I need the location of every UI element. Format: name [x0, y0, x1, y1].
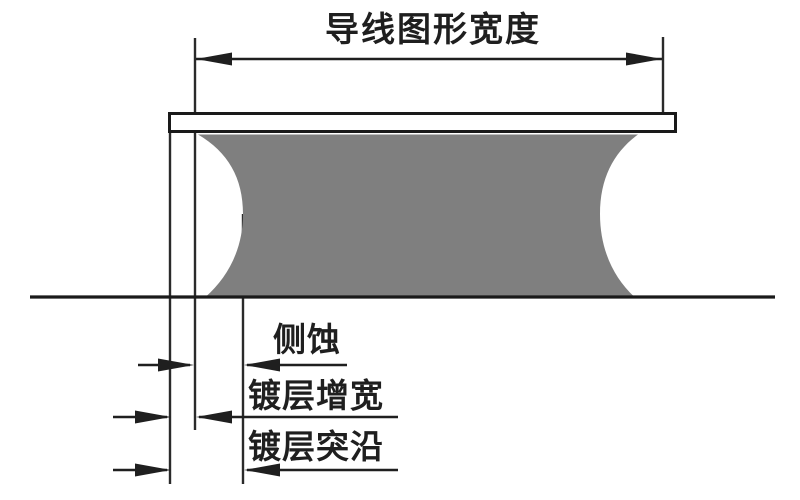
- arrow-right-icon: [158, 358, 194, 372]
- plating-overhang-label: 镀层突沿: [248, 429, 384, 466]
- conductor-width-label: 导线图形宽度: [325, 10, 541, 49]
- arrow-right-icon: [135, 463, 171, 477]
- arrow-left-icon: [196, 52, 232, 66]
- conductor-width-dimension: [196, 37, 665, 112]
- plating-widening-dimension: 镀层增宽: [113, 377, 398, 424]
- arrow-right-icon: [626, 52, 662, 66]
- arrow-left-icon: [244, 358, 280, 372]
- plating-cap-rect: [168, 112, 677, 133]
- side-etch-label: 侧蚀: [273, 322, 341, 359]
- copper-body-shape: [198, 134, 638, 297]
- plating-widening-label: 镀层增宽: [248, 377, 384, 415]
- plating-overhang-dimension: 镀层突沿: [113, 429, 398, 477]
- arrow-left-icon: [244, 463, 280, 477]
- arrow-right-icon: [135, 410, 171, 424]
- side-etch-dimension: 侧蚀: [138, 322, 347, 372]
- arrow-left-icon: [196, 410, 232, 424]
